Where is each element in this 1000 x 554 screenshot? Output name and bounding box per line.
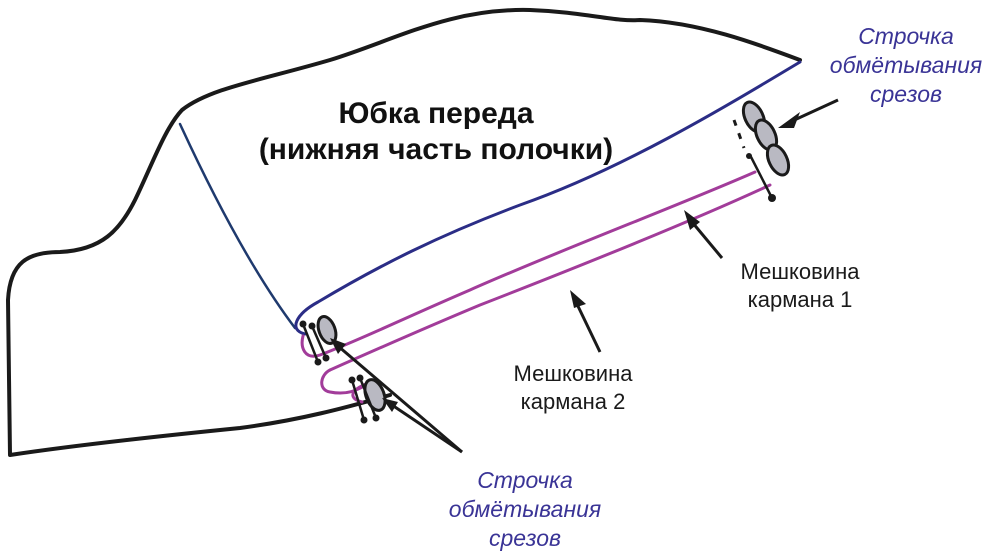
arrow-pocket-bag-1 — [684, 210, 724, 259]
label-pocket-bag-2: Мешковина кармана 2 — [488, 360, 658, 416]
callout-top-right-line-1: Строчка — [858, 23, 954, 49]
arrow-bottom-callout — [330, 338, 463, 454]
label-pocket-bag-2-line-2: кармана 2 — [520, 389, 626, 414]
callout-top-right-line-2: обмётывания — [829, 52, 983, 78]
diagram-title: Юбка переда (нижняя часть полочки) — [236, 96, 636, 168]
label-pocket-bag-1-line-2: кармана 1 — [747, 287, 853, 312]
arrow-pocket-bag-2 — [570, 290, 602, 353]
callout-top-right: Строчка обмётывания срезов — [818, 22, 994, 109]
skirt-outline — [6, 7, 802, 457]
label-pocket-bag-1: Мешковина кармана 1 — [715, 258, 885, 314]
front-seam-line — [294, 60, 802, 336]
pocket-bag-1-line — [300, 170, 757, 358]
arrow-top-right-callout — [778, 98, 839, 128]
overlock-stitch-bottom-left — [299, 315, 387, 424]
callout-bottom-line-2: обмётывания — [448, 496, 602, 522]
callout-bottom-line-1: Строчка — [477, 467, 573, 493]
overlock-stitch-top-right — [732, 100, 791, 202]
label-pocket-bag-1-line-1: Мешковина — [740, 259, 860, 284]
callout-bottom-line-3: срезов — [488, 525, 562, 551]
label-pocket-bag-2-line-1: Мешковина — [513, 361, 633, 386]
title-line-1: Юбка переда — [338, 97, 534, 130]
callout-top-right-line-3: срезов — [869, 81, 943, 107]
side-seam-line — [178, 122, 297, 330]
title-line-2: (нижняя часть полочки) — [258, 133, 614, 166]
callout-bottom: Строчка обмётывания срезов — [420, 466, 630, 553]
pocket-bag-1-inner-line — [328, 183, 772, 372]
